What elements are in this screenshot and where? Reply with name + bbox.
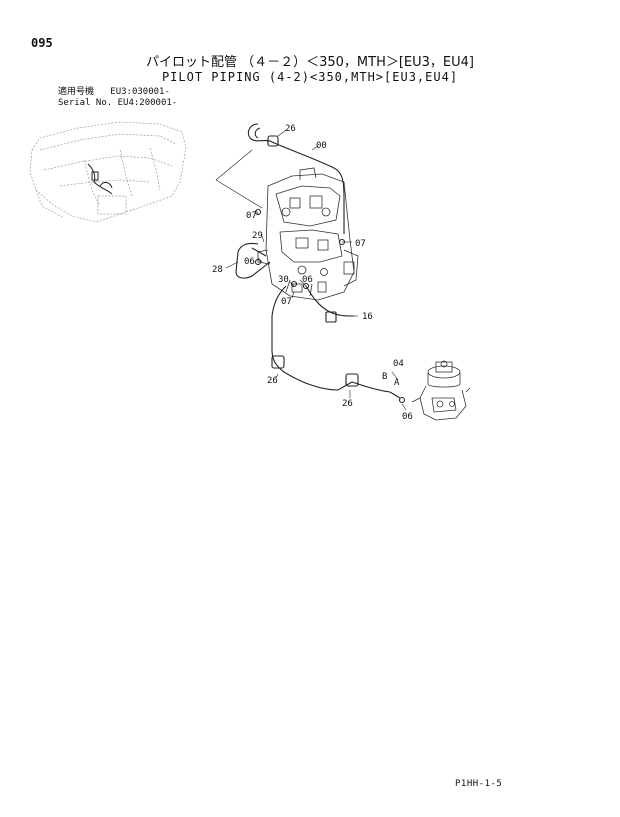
pilot-valve: [411, 360, 471, 421]
footer-code: P1HH-1-5: [455, 779, 503, 789]
page-number: 095: [31, 36, 53, 50]
part-label-04: 04: [393, 359, 404, 369]
title-japanese: パイロット配管 （４－２）＜350，MTH＞[EU3，EU4]: [145, 55, 475, 70]
control-valve-block: [257, 167, 359, 301]
hoses: [235, 123, 406, 404]
part-label-28: 28: [212, 265, 223, 275]
part-label-29: 29: [252, 231, 263, 241]
part-label-07: 07: [246, 211, 257, 221]
part-label-07: 07: [355, 239, 366, 249]
part-label-26: 26: [267, 376, 278, 386]
part-label-b: B: [382, 372, 387, 382]
serial-eu3: EU3:030001-: [110, 87, 170, 97]
excavator-outline: [29, 121, 187, 223]
leader-lines: [215, 129, 407, 411]
excavator-highlight: [87, 163, 113, 195]
part-label-06: 06: [402, 412, 413, 422]
serial-block: 適用号機 EU3:030001- Serial No. EU4:200001-: [58, 87, 177, 109]
part-label-06: 06: [302, 275, 313, 285]
serial-row-eu4: Serial No. EU4:200001-: [58, 98, 177, 109]
serial-row-eu3: 適用号機 EU3:030001-: [58, 87, 177, 98]
part-label-00: 00: [316, 141, 327, 151]
part-label-16: 16: [362, 312, 373, 322]
part-label-26: 26: [285, 124, 296, 134]
part-label-30: 30: [278, 275, 289, 285]
part-label-07: 07: [281, 297, 292, 307]
serial-label-jp: 適用号機: [58, 87, 95, 97]
part-label-26: 26: [342, 399, 353, 409]
title-english: PILOT PIPING (4-2)<350,MTH>[EU3,EU4]: [161, 70, 459, 84]
part-label-06: 06: [244, 257, 255, 267]
part-label-a: A: [394, 378, 400, 388]
serial-label-en: Serial No.: [58, 98, 113, 108]
serial-eu4: EU4:200001-: [117, 98, 178, 108]
